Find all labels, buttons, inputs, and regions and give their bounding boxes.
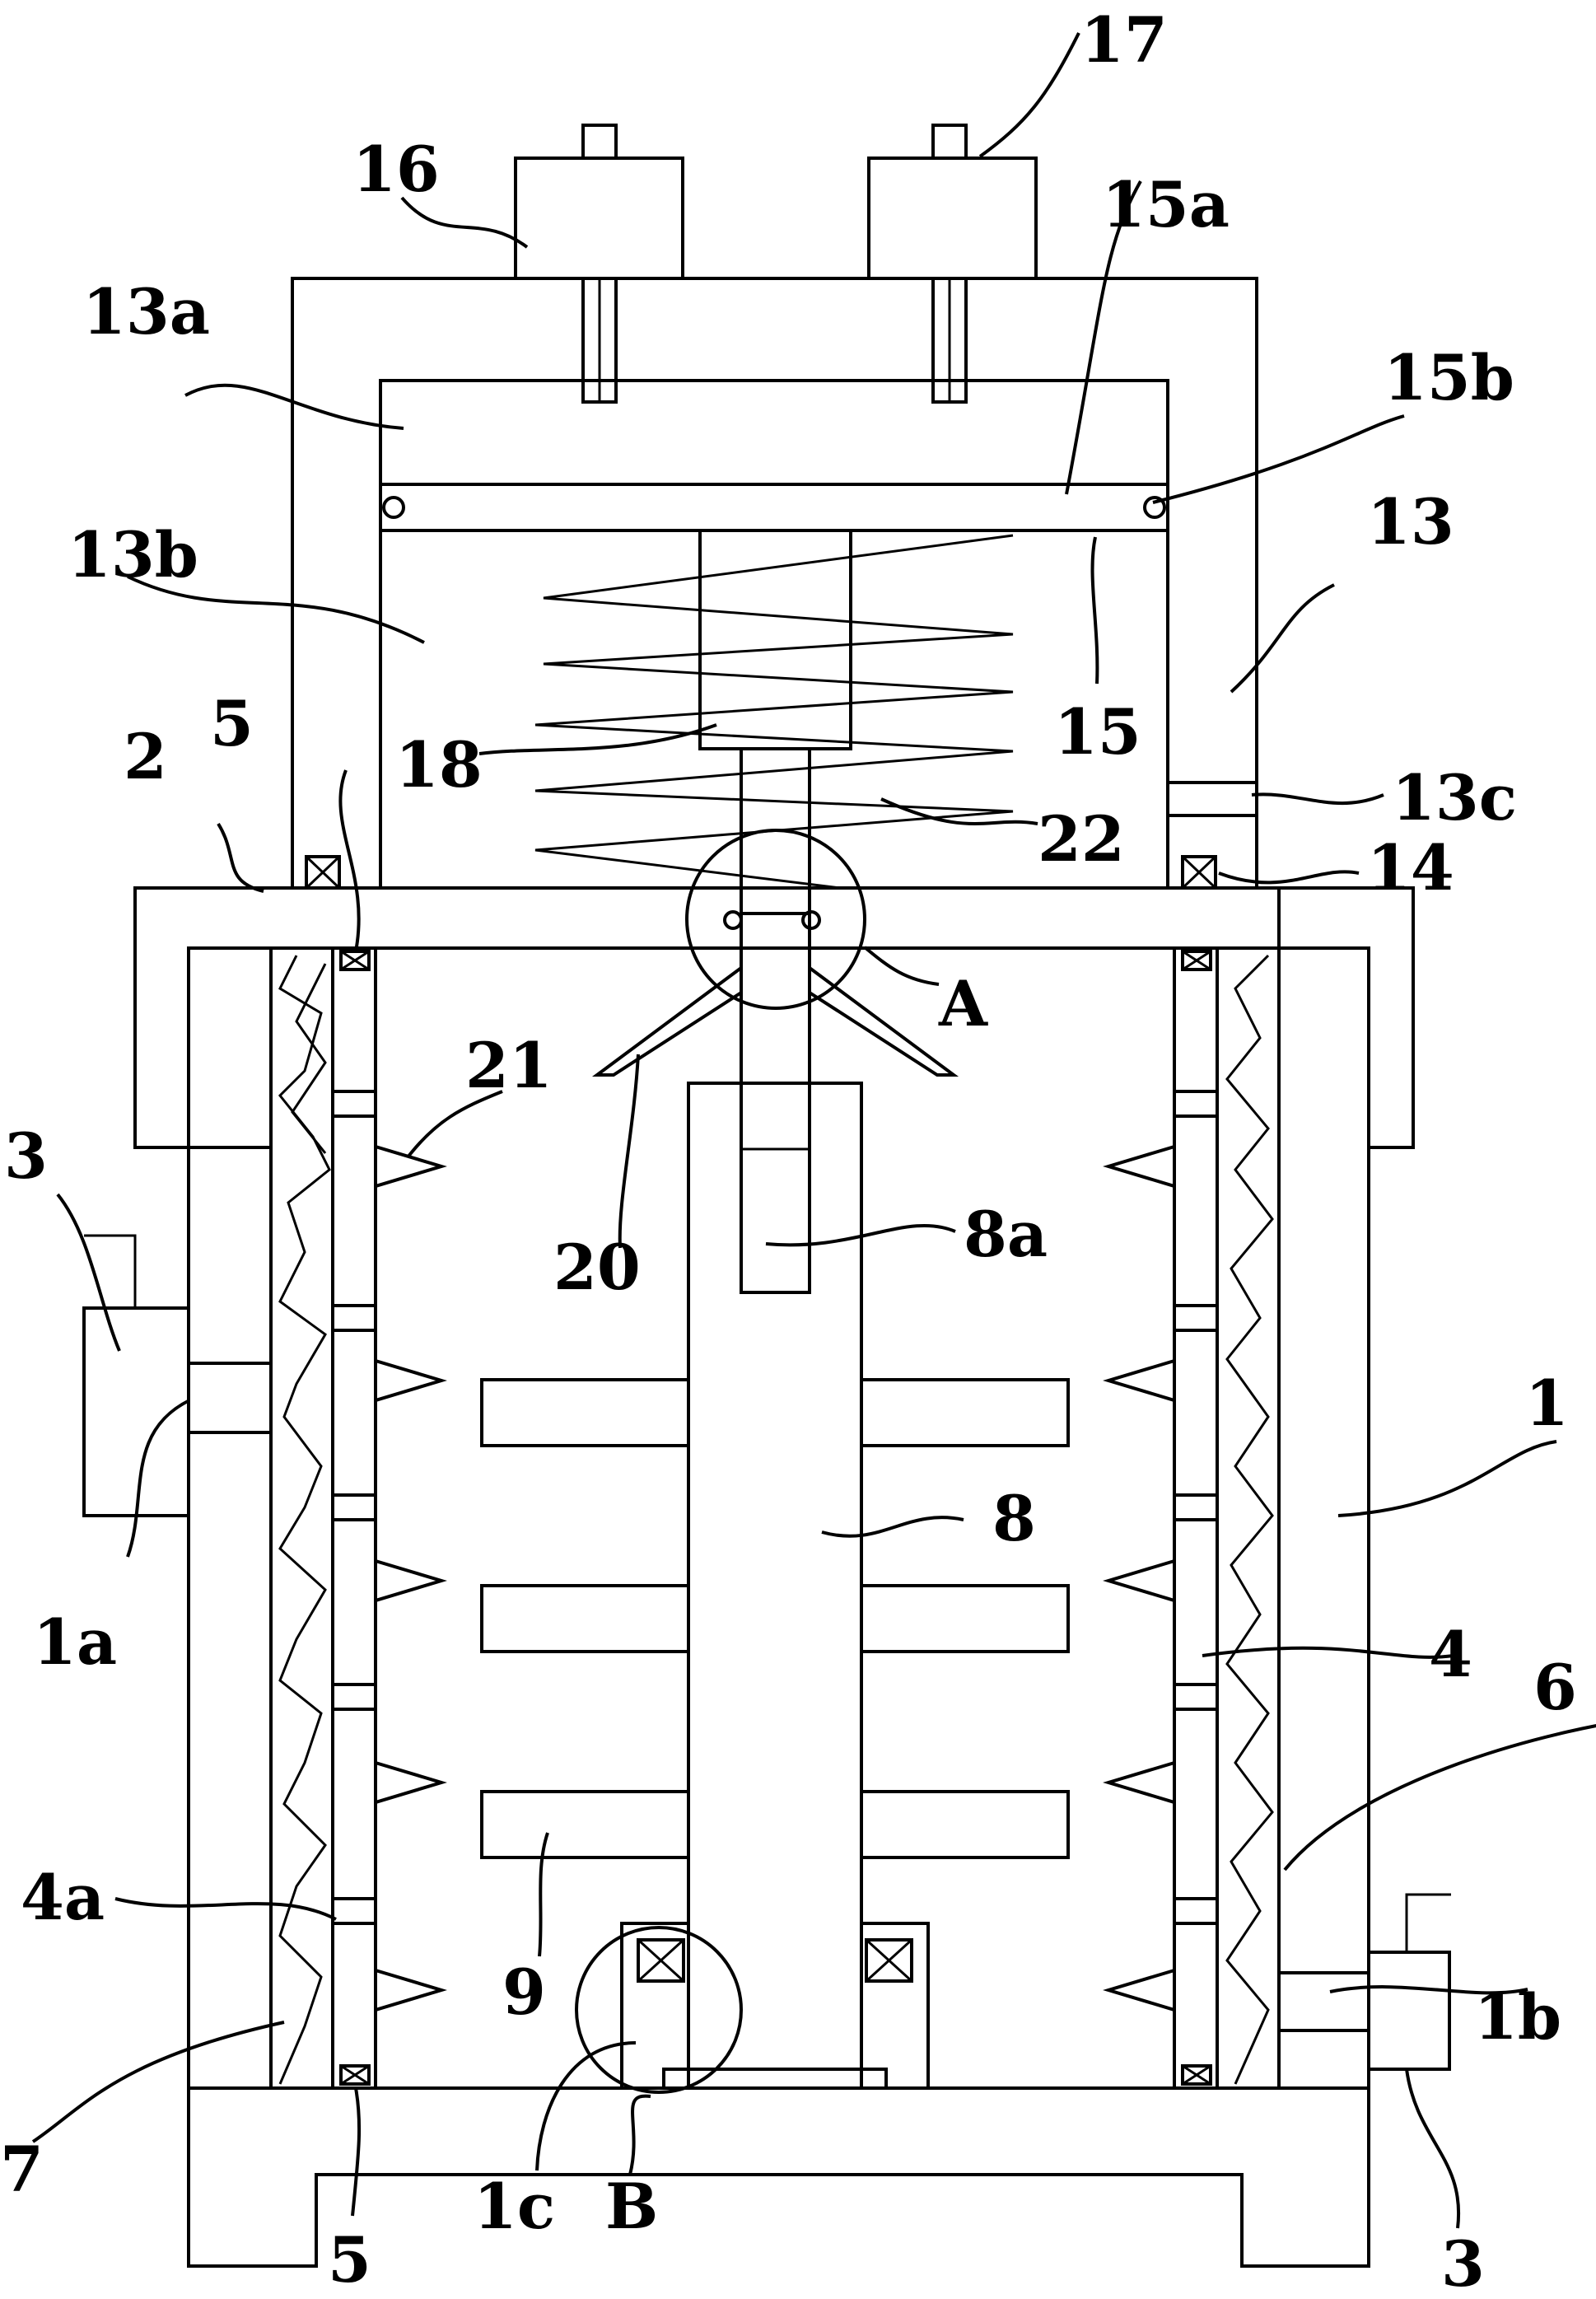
bearing-1c bbox=[620, 1922, 930, 2090]
label-4a: 4a bbox=[21, 1861, 105, 1934]
label-13c: 13c bbox=[1392, 761, 1517, 834]
label-15a: 15a bbox=[1102, 168, 1230, 241]
label-13a: 13a bbox=[82, 275, 210, 348]
label-3-left: 3 bbox=[4, 1119, 48, 1193]
label-7: 7 bbox=[0, 2133, 44, 2206]
motor-16 bbox=[514, 124, 684, 404]
stirring-blades-9 bbox=[480, 1378, 1070, 1859]
label-3-right: 3 bbox=[1441, 2227, 1485, 2299]
label-b: B bbox=[605, 2170, 658, 2243]
label-17: 17 bbox=[1080, 3, 1168, 77]
deflector-20 bbox=[591, 965, 959, 1077]
pump-3-right bbox=[1367, 1893, 1451, 2071]
rod-18 bbox=[698, 529, 852, 915]
label-1a: 1a bbox=[33, 1605, 117, 1679]
label-2: 2 bbox=[124, 720, 167, 793]
label-18: 18 bbox=[395, 728, 483, 801]
label-9: 9 bbox=[502, 1956, 546, 2029]
label-14: 14 bbox=[1367, 831, 1454, 904]
label-6: 6 bbox=[1533, 1651, 1577, 1724]
label-13b: 13b bbox=[68, 518, 198, 591]
label-8a: 8a bbox=[964, 1198, 1048, 1271]
detail-circle-a bbox=[685, 829, 866, 1010]
label-1b: 1b bbox=[1474, 1980, 1561, 2054]
filter-medium-left-7 bbox=[269, 946, 334, 2090]
pump-3-left bbox=[82, 1234, 190, 1517]
reference-labels: 16 17 13a 15a 15b 13b 13 15 18 22 13c 14… bbox=[0, 3, 1577, 2299]
rotor-8 bbox=[662, 910, 888, 2090]
filter-medium-right-6 bbox=[1216, 946, 1281, 2090]
label-8: 8 bbox=[992, 1482, 1036, 1555]
detail-circle-b bbox=[575, 1926, 743, 2094]
label-1c: 1c bbox=[474, 2170, 555, 2243]
spring-22 bbox=[534, 534, 1014, 890]
label-5-bottom: 5 bbox=[328, 2223, 371, 2297]
inner-sieve-4 bbox=[331, 946, 1219, 2090]
motor-17 bbox=[867, 124, 1038, 404]
lid-2 bbox=[133, 886, 1415, 1149]
label-16: 16 bbox=[352, 133, 440, 206]
label-13: 13 bbox=[1367, 485, 1454, 558]
leader-lines bbox=[31, 32, 1596, 2229]
label-15b: 15b bbox=[1384, 341, 1514, 414]
label-4: 4 bbox=[1429, 1618, 1472, 1691]
label-20: 20 bbox=[553, 1231, 641, 1304]
label-15: 15 bbox=[1054, 695, 1141, 769]
label-a: A bbox=[938, 967, 988, 1040]
piston-plate-15 bbox=[379, 483, 1169, 532]
label-21: 21 bbox=[465, 1029, 553, 1102]
spikes-21 bbox=[374, 1144, 1176, 2012]
label-5-top: 5 bbox=[210, 687, 254, 760]
label-22: 22 bbox=[1038, 802, 1125, 876]
label-1: 1 bbox=[1525, 1367, 1569, 1440]
